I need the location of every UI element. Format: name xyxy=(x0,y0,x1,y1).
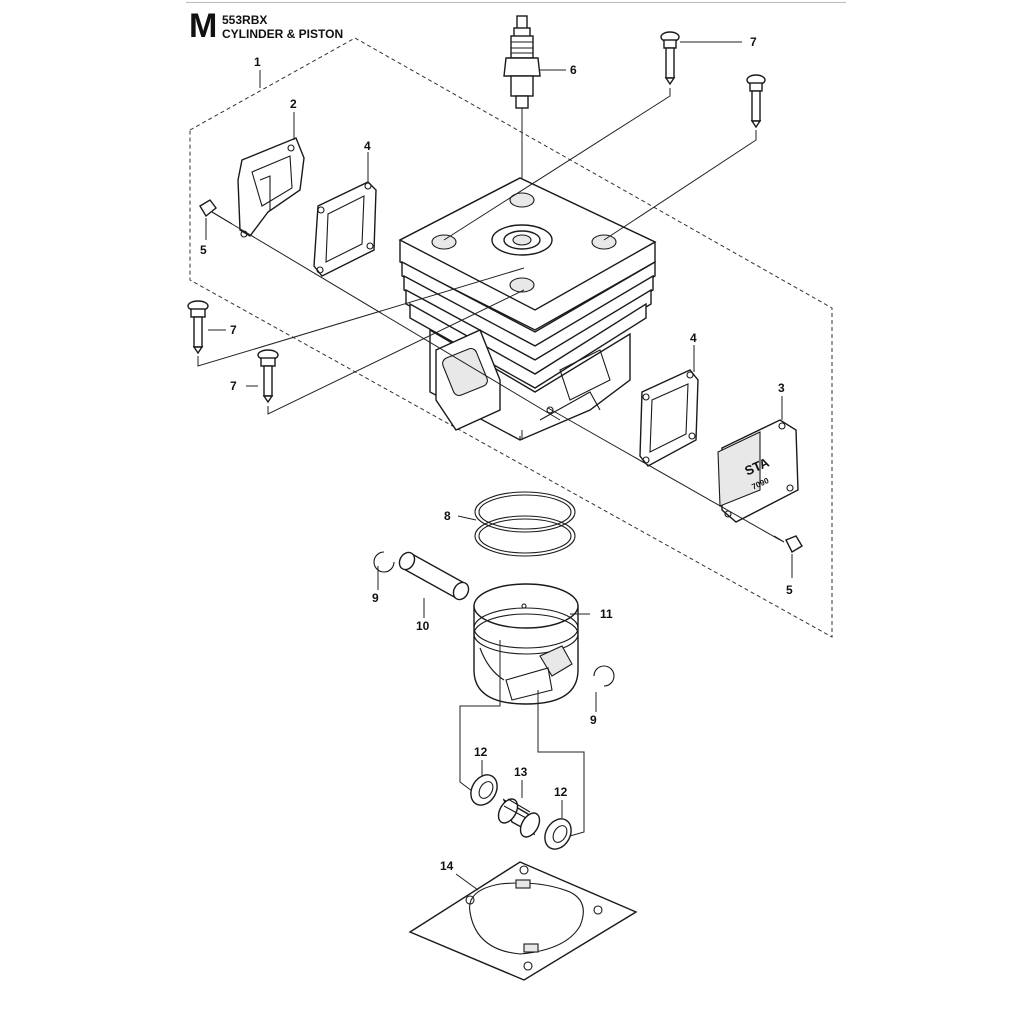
needle-bearing xyxy=(497,798,541,838)
exhaust-gasket xyxy=(639,369,699,467)
muffler-flange xyxy=(717,419,799,523)
callout-5-left: 5 xyxy=(200,243,207,257)
top-rule xyxy=(186,2,846,3)
circlip-right xyxy=(593,665,615,687)
piston-rings xyxy=(474,491,576,557)
callout-9-right: 9 xyxy=(590,713,597,727)
section-letter: M xyxy=(189,7,218,45)
thrust-washer-right xyxy=(544,818,572,850)
leader-intake-axis xyxy=(231,223,561,421)
callout-12-right: 12 xyxy=(554,785,568,799)
callout-7-left-a: 7 xyxy=(230,323,237,337)
callout-2: 2 xyxy=(290,97,297,111)
screw-5-left xyxy=(199,199,233,225)
callout-14: 14 xyxy=(440,859,454,873)
callout-4-exhaust: 4 xyxy=(690,331,697,345)
callout-1: 1 xyxy=(254,55,261,69)
callout-10: 10 xyxy=(416,619,430,633)
screw-7-left-a xyxy=(187,300,209,355)
callout-13: 13 xyxy=(514,765,528,779)
callout-4-intake: 4 xyxy=(364,139,371,153)
callout-11: 11 xyxy=(600,607,613,621)
model-number: 553RBX xyxy=(222,13,268,27)
leader-exhaust-axis xyxy=(547,407,781,541)
callout-9-left: 9 xyxy=(372,591,379,605)
callout-7-top: 7 xyxy=(750,35,757,49)
diagram-title: CYLINDER & PISTON xyxy=(222,27,344,41)
callout-3: 3 xyxy=(778,381,785,395)
cylinder xyxy=(398,177,657,441)
base-gasket xyxy=(408,861,638,981)
spark-plug xyxy=(503,15,541,109)
callout-12-left: 12 xyxy=(474,745,488,759)
screw-5-right xyxy=(773,535,803,553)
callout-6: 6 xyxy=(570,63,577,77)
thrust-washer-left xyxy=(470,774,498,806)
callout-8: 8 xyxy=(444,509,451,523)
screw-7-left-b xyxy=(257,349,279,404)
intake-gasket xyxy=(313,181,377,277)
circlip-left xyxy=(373,551,395,573)
assembly-group-outline xyxy=(189,37,833,638)
callout-7-left-b: 7 xyxy=(230,379,237,393)
piston xyxy=(473,583,579,705)
piston-pin xyxy=(398,551,470,601)
screw-7-top-b xyxy=(746,74,766,129)
screw-7-top-a xyxy=(660,31,680,86)
callout-5-right: 5 xyxy=(786,583,793,597)
intake-flange xyxy=(237,137,305,238)
